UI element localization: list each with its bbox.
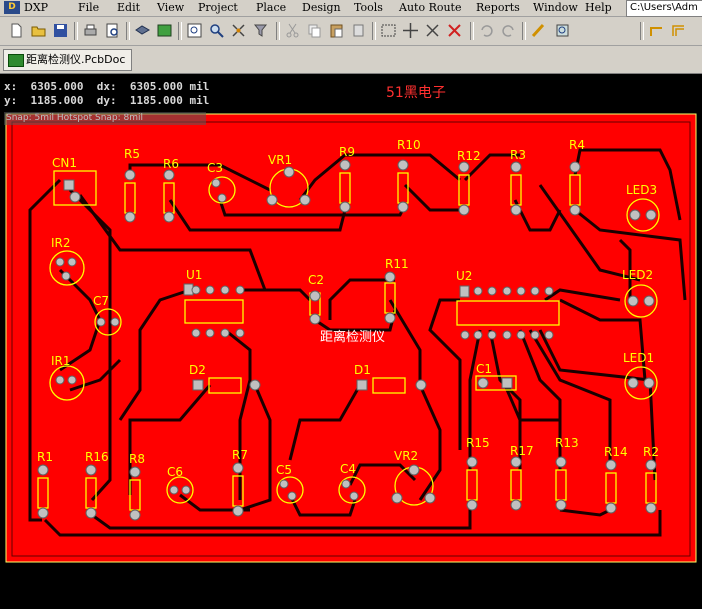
menu-dxp[interactable]: DXP: [24, 1, 49, 14]
menu-edit[interactable]: Edit: [117, 1, 141, 14]
undo-icon[interactable]: [478, 22, 495, 39]
menu-view[interactable]: View: [157, 1, 185, 14]
label-r6: R6: [163, 157, 179, 171]
label-c4: C4: [340, 462, 356, 476]
readout-dx: 6305.000: [129, 80, 183, 93]
menu-auto-route[interactable]: Auto Route: [399, 1, 462, 14]
board-outline: [5, 113, 697, 563]
rubber-stamp-icon[interactable]: [350, 22, 367, 39]
label-r7: R7: [232, 448, 248, 462]
label-c5: C5: [276, 463, 292, 477]
menu-window[interactable]: Window: [533, 1, 578, 14]
readout-unit-1: mil: [189, 80, 210, 93]
label-vr1: VR1: [268, 153, 292, 167]
menu-bar: D DXP File Edit View Project Place Desig…: [0, 0, 702, 17]
route-multiple-icon[interactable]: [670, 22, 687, 39]
zoom-area-icon[interactable]: [208, 22, 225, 39]
label-r8: R8: [129, 452, 145, 466]
label-ir1: IR1: [51, 354, 71, 368]
board-inner-keepout: [11, 121, 691, 557]
label-r5: R5: [124, 147, 140, 161]
menu-project[interactable]: Project: [198, 1, 238, 14]
label-r3: R3: [510, 148, 526, 162]
menu-design[interactable]: Design: [302, 1, 341, 14]
cut-icon[interactable]: [284, 22, 301, 39]
readout-dy: 1185.000: [129, 94, 183, 107]
label-r1: R1: [37, 450, 53, 464]
pcb-canvas[interactable]: CN1 R5 R6 C3 VR1 R9 R10 R12 R3 R4 LED3 I…: [0, 74, 702, 609]
label-r13: R13: [555, 436, 579, 450]
deselect-icon[interactable]: [446, 22, 463, 39]
zoom-fit-icon[interactable]: [186, 22, 203, 39]
menu-help[interactable]: Help: [585, 1, 612, 14]
tab-pcb-document[interactable]: 距离检测仪.PcbDoc: [3, 49, 133, 71]
copy-icon[interactable]: [306, 22, 323, 39]
label-d1: D1: [354, 363, 371, 377]
document-tab-bar: 距离检测仪.PcbDoc: [0, 46, 702, 74]
label-led3: LED3: [626, 183, 657, 197]
label-c7: C7: [93, 294, 109, 308]
designator-group: CN1 R5 R6 C3 VR1 R9 R10 R12 R3 R4 LED3 I…: [37, 138, 659, 479]
tab-pcb-document-label: 距离检测仪.PcbDoc: [26, 53, 126, 66]
label-ir2: IR2: [51, 236, 71, 250]
label-r14: R14: [604, 445, 628, 459]
save-icon[interactable]: [52, 22, 69, 39]
snap-status: Snap: 5mil Hotspot Snap: 8mil: [4, 112, 206, 125]
readout-y: 1185.000: [30, 94, 84, 107]
main-toolbar: [0, 17, 702, 46]
path-field[interactable]: C:\Users\Adm: [626, 0, 702, 17]
label-c2: C2: [308, 273, 324, 287]
move-icon[interactable]: [402, 22, 419, 39]
menu-place[interactable]: Place: [256, 1, 287, 14]
label-r10: R10: [397, 138, 421, 152]
label-led1: LED1: [623, 351, 654, 365]
label-r9: R9: [339, 145, 355, 159]
readout-unit-2: mil: [189, 94, 210, 107]
print-preview-icon[interactable]: [104, 22, 121, 39]
zoom-selected-icon[interactable]: [230, 22, 247, 39]
board-view-icon[interactable]: [156, 22, 173, 39]
select-area-icon[interactable]: [380, 22, 397, 39]
label-c6: C6: [167, 465, 183, 479]
paste-icon[interactable]: [328, 22, 345, 39]
label-c1: C1: [476, 362, 492, 376]
cross-probe-icon[interactable]: [530, 22, 547, 39]
label-cn1: CN1: [52, 156, 77, 170]
new-file-icon[interactable]: [8, 22, 25, 39]
label-c3: C3: [207, 161, 223, 175]
menu-reports[interactable]: Reports: [476, 1, 520, 14]
menu-tools[interactable]: Tools: [354, 1, 383, 14]
coordinate-readout: x: 6305.000 dx: 6305.000 mil y: 1185.000…: [4, 80, 210, 107]
label-r16: R16: [85, 450, 109, 464]
redo-icon[interactable]: [500, 22, 517, 39]
label-r4: R4: [569, 138, 585, 152]
open-folder-icon[interactable]: [30, 22, 47, 39]
label-vr2: VR2: [394, 449, 418, 463]
label-u2: U2: [456, 269, 472, 283]
label-u1: U1: [186, 268, 202, 282]
interactive-routing-icon[interactable]: [648, 22, 665, 39]
label-r15: R15: [466, 436, 490, 450]
browse-components-icon[interactable]: [554, 22, 571, 39]
label-led2: LED2: [622, 268, 653, 282]
label-r2: R2: [643, 445, 659, 459]
board-center-label: 距离检测仪: [320, 329, 385, 345]
print-icon[interactable]: [82, 22, 99, 39]
label-r12: R12: [457, 149, 481, 163]
label-d2: D2: [189, 363, 206, 377]
dxp-logo-icon[interactable]: D: [4, 1, 20, 14]
move-selection-icon[interactable]: [424, 22, 441, 39]
readout-x: 6305.000: [30, 80, 84, 93]
label-r17: R17: [510, 444, 534, 458]
trace-group: [28, 148, 687, 537]
pcb-document-icon: [8, 54, 24, 67]
label-r11: R11: [385, 257, 409, 271]
board-title: 51黑电子: [386, 85, 446, 101]
layer-stack-icon[interactable]: [134, 22, 151, 39]
menu-file[interactable]: File: [78, 1, 100, 14]
zoom-filtered-icon[interactable]: [252, 22, 269, 39]
pad-group: [37, 159, 657, 521]
pcb-board-drawing: CN1 R5 R6 C3 VR1 R9 R10 R12 R3 R4 LED3 I…: [5, 113, 697, 563]
